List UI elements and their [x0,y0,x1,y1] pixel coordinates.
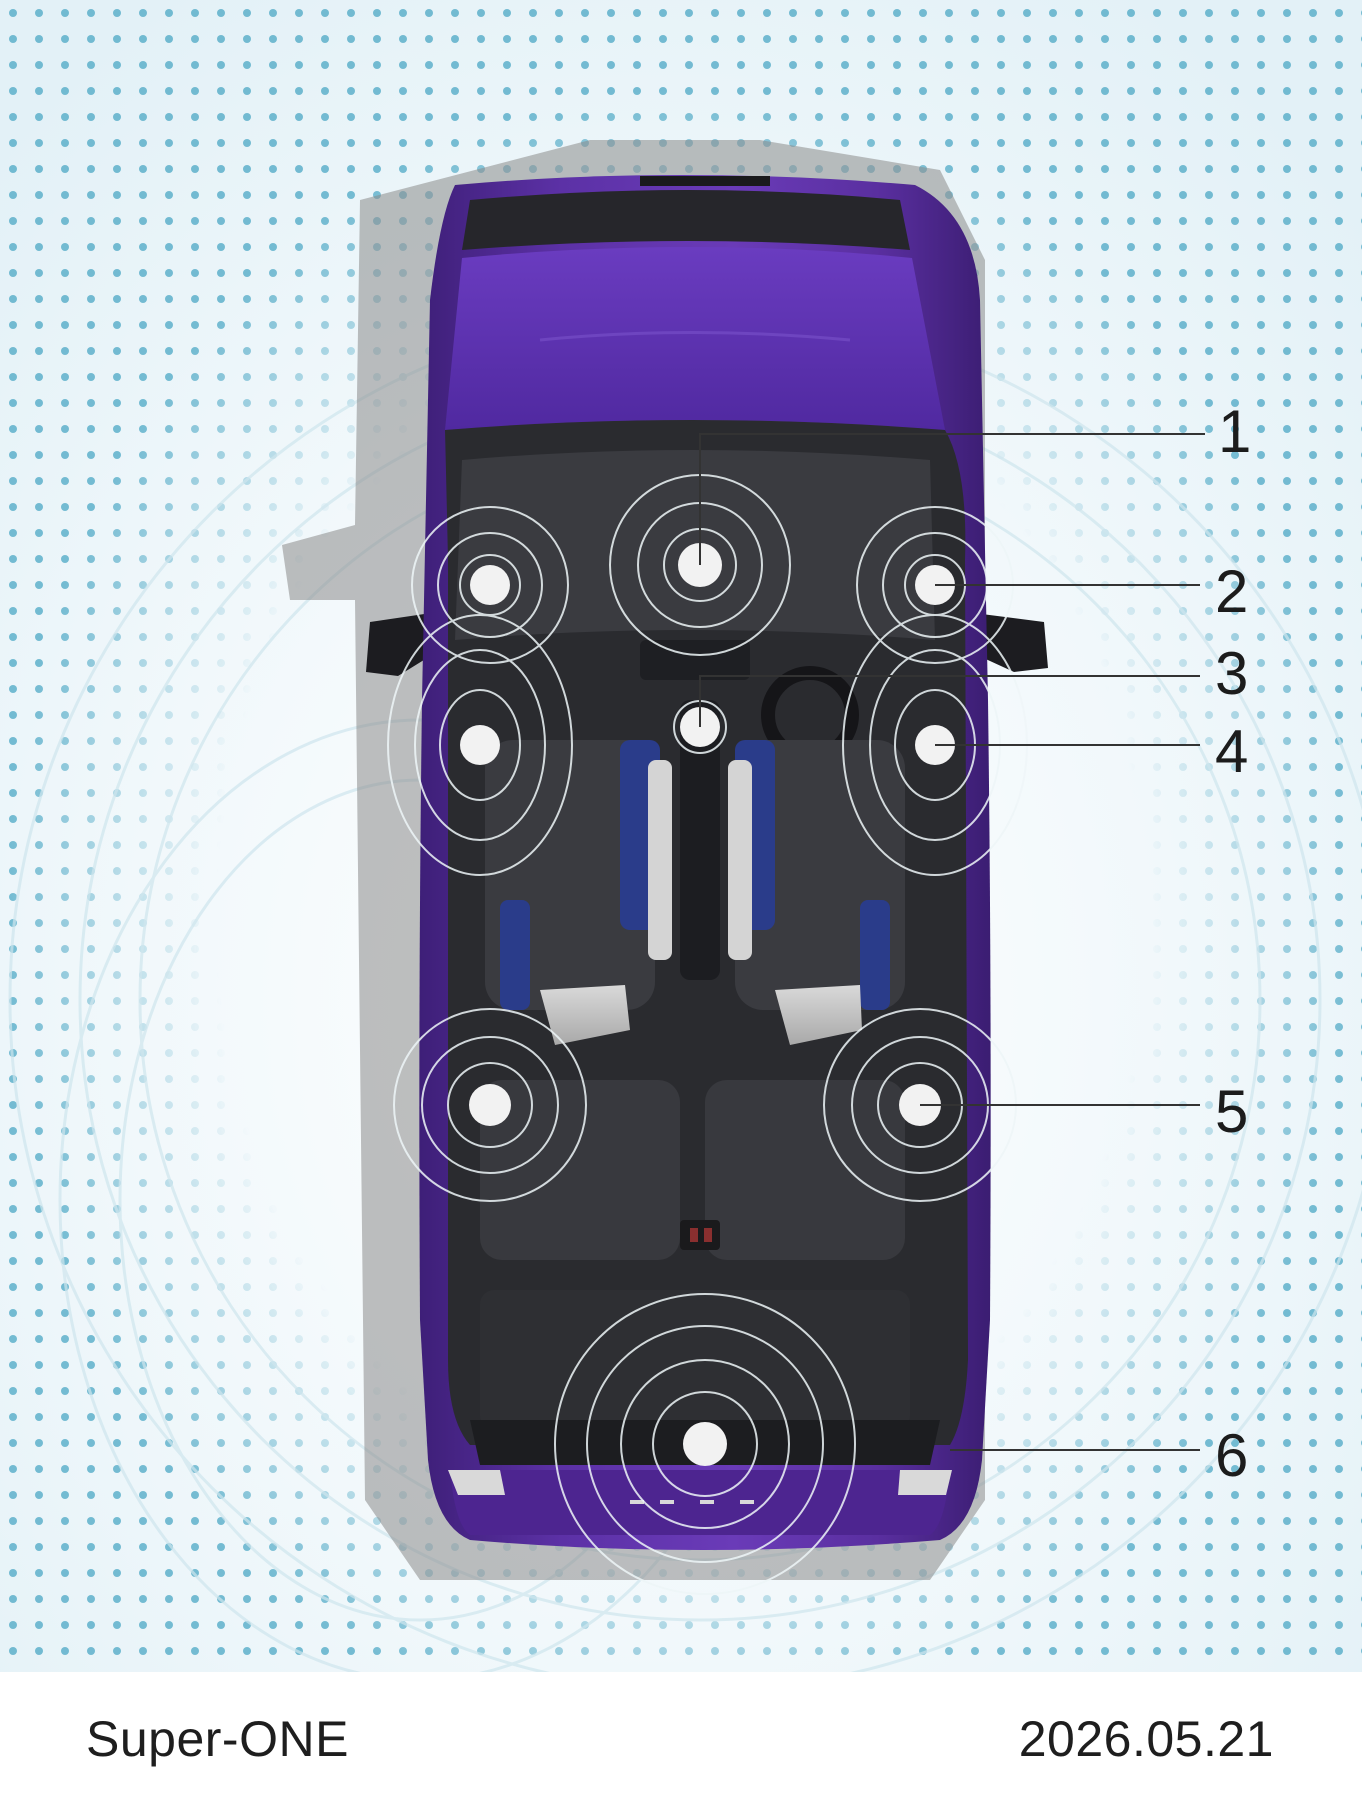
speaker-icon [470,565,510,605]
leader-lines [699,433,1205,1451]
caption-date: 2026.05.21 [1018,1711,1274,1767]
callout-5: 5 [1215,1078,1248,1145]
speaker-icon [460,725,500,765]
model-name: Super-ONE [86,1711,349,1767]
car-top-view: 1 2 3 4 5 6 [0,0,1362,1672]
callout-6: 6 [1215,1422,1248,1489]
speaker-icon [469,1084,511,1126]
car-body [366,175,1048,1550]
callout-3: 3 [1215,640,1248,707]
callout-2: 2 [1215,558,1248,625]
speaker-icon [683,1422,727,1466]
callout-4: 4 [1215,718,1248,785]
caption-bar: Super-ONE 2026.05.21 [0,1672,1362,1800]
callout-1: 1 [1218,398,1251,465]
